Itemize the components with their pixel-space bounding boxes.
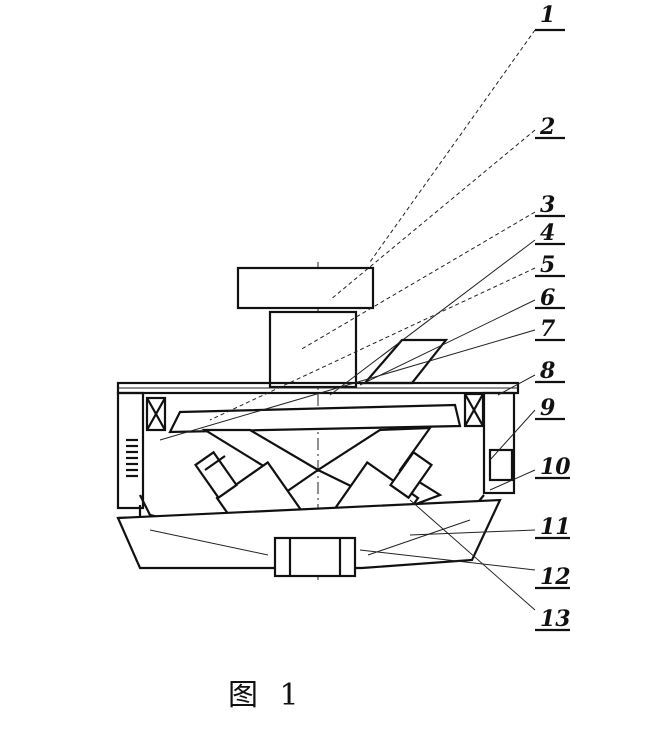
callout-3: 3 <box>540 192 555 218</box>
callout-13: 13 <box>540 606 571 632</box>
right-bearing-x <box>463 392 485 428</box>
callout-9: 9 <box>540 395 555 421</box>
callout-5: 5 <box>540 252 555 278</box>
motor-block <box>236 266 375 310</box>
shaft-housing <box>268 310 358 389</box>
callout-2: 2 <box>539 114 555 140</box>
callout-underlines <box>535 28 570 632</box>
left-bearing-x <box>145 396 167 432</box>
left-wall <box>116 391 145 510</box>
callout-8: 8 <box>539 358 555 384</box>
callout-1: 1 <box>540 2 555 28</box>
callout-6: 6 <box>540 285 555 311</box>
figure-caption: 图 1 <box>228 678 305 713</box>
rotor-disc <box>168 403 462 434</box>
leader-lines <box>159 29 536 611</box>
callout-labels: 1 2 3 4 5 6 7 8 9 10 11 12 13 <box>539 2 571 632</box>
callout-12: 12 <box>540 564 571 590</box>
right-wall <box>482 391 516 495</box>
callout-10: 10 <box>540 454 571 480</box>
callout-4: 4 <box>540 220 555 246</box>
base-trough <box>116 498 502 570</box>
left-spring <box>126 438 138 478</box>
callout-7: 7 <box>540 316 556 342</box>
callout-11: 11 <box>540 514 571 540</box>
bottom-roller <box>273 536 357 578</box>
